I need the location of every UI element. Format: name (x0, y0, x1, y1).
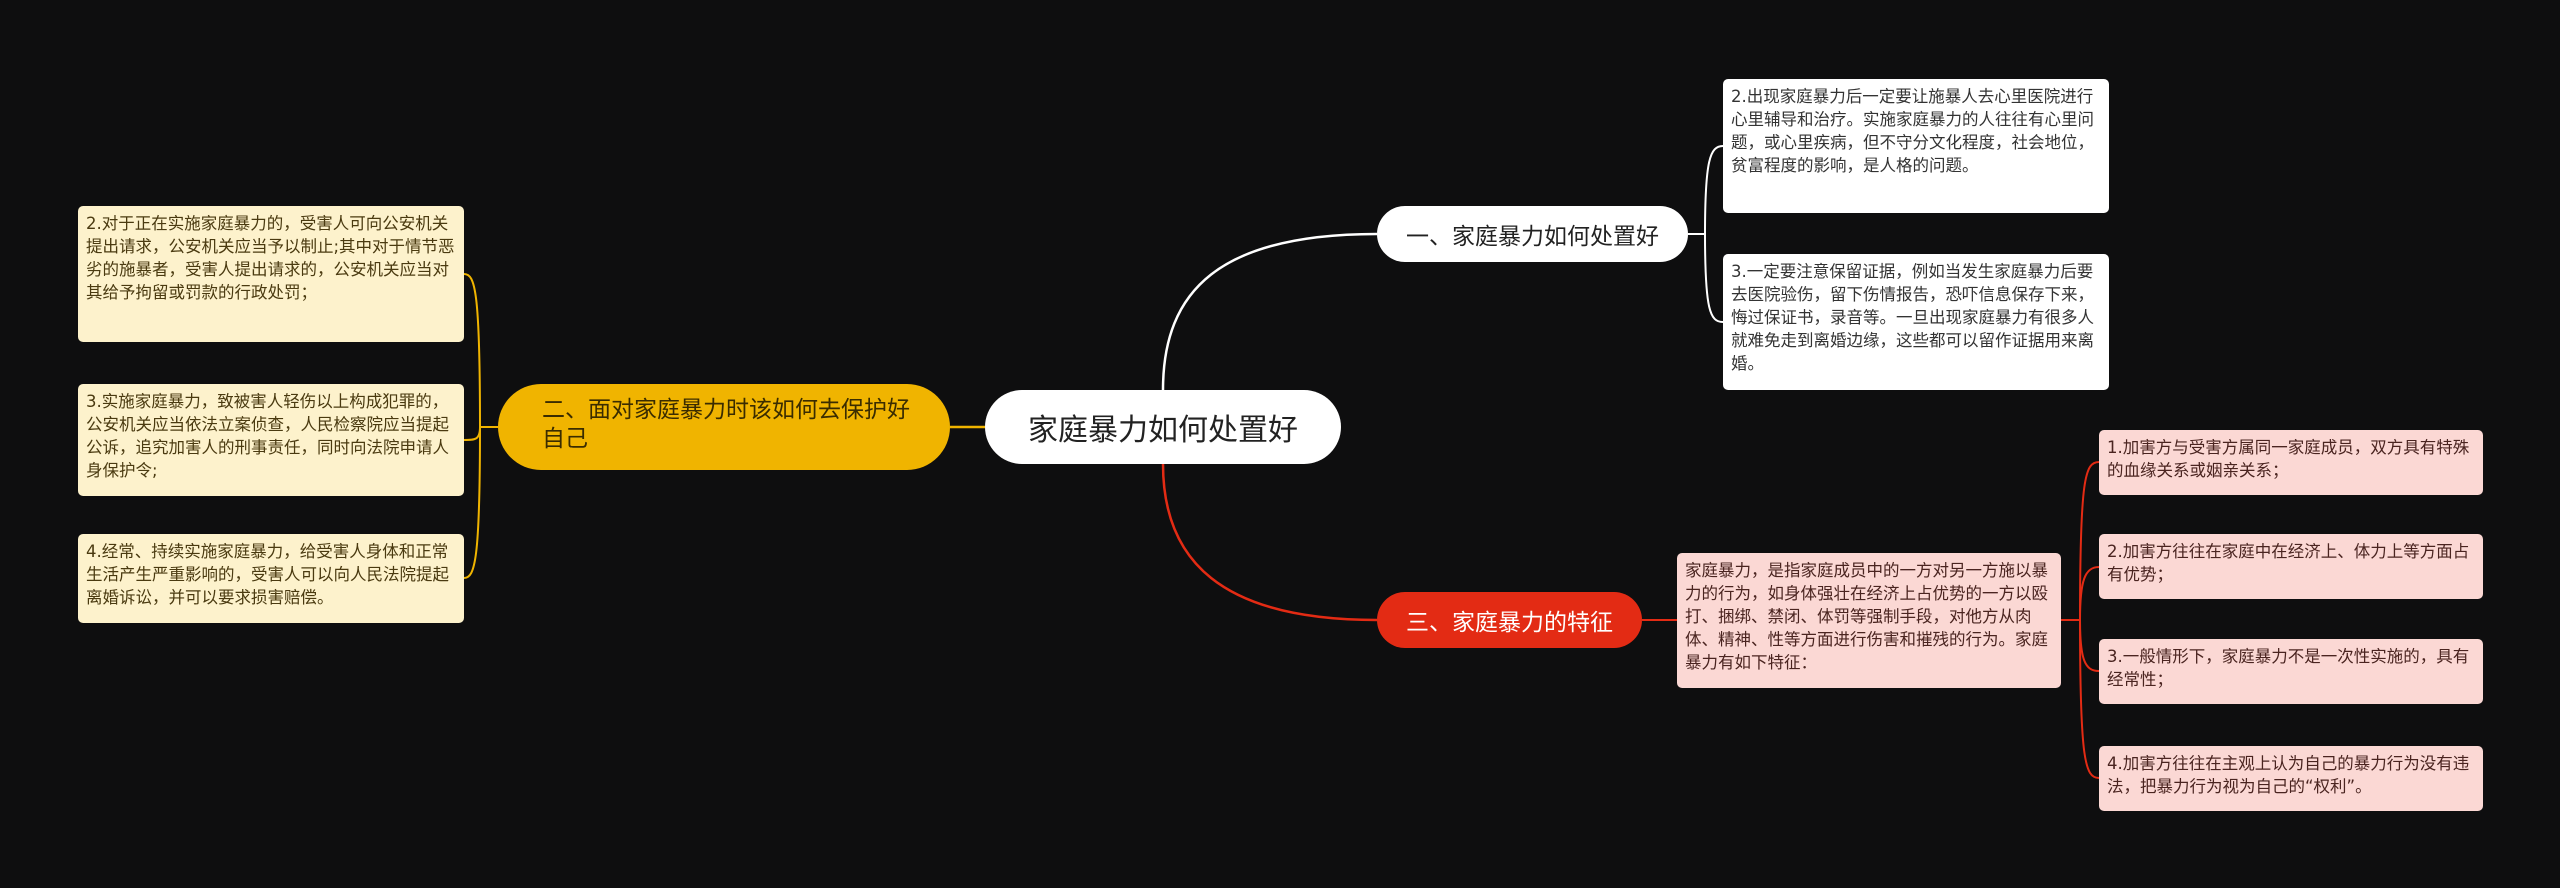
branch-1-leaf-2[interactable]: 3.一定要注意保留证据，例如当发生家庭暴力后要去医院验伤，留下伤情报告，恐吓信息… (1723, 254, 2109, 390)
branch-1-topic[interactable]: 一、家庭暴力如何处置好 (1377, 206, 1688, 262)
branch-2-leaf-3[interactable]: 4.经常、持续实施家庭暴力，给受害人身体和正常生活产生严重影响的，受害人可以向人… (78, 534, 464, 623)
link-b2-leaf-3 (463, 426, 481, 579)
link-root-branch-3 (1161, 463, 1378, 622)
branch-3-leaf-3[interactable]: 3.一般情形下，家庭暴力不是一次性实施的，具有经常性； (2099, 639, 2483, 704)
branch-2-leaf-1[interactable]: 2.对于正在实施家庭暴力的，受害人可向公安机关提出请求，公安机关应当予以制止;其… (78, 206, 464, 342)
link-b2-leaf-2 (463, 426, 481, 441)
branch-3-leaf-2[interactable]: 2.加害方往往在家庭中在经济上、体力上等方面占有优势； (2099, 534, 2483, 599)
link-b2-leaf-1 (463, 273, 481, 428)
link-intro-leaf-3 (2079, 619, 2100, 672)
root-topic[interactable]: 家庭暴力如何处置好 (985, 390, 1341, 464)
link-b1-leaf-2 (1704, 233, 1724, 323)
branch-3-topic[interactable]: 三、家庭暴力的特征 (1377, 592, 1642, 648)
branch-1-leaf-1[interactable]: 2.出现家庭暴力后一定要让施暴人去心里医院进行心里辅导和治疗。实施家庭暴力的人往… (1723, 79, 2109, 213)
branch-3-leaf-4[interactable]: 4.加害方往往在主观上认为自己的暴力行为没有违法，把暴力行为视为自己的“权利”。 (2099, 746, 2483, 811)
link-intro-leaf-4 (2079, 619, 2100, 779)
link-b1-leaf-1 (1704, 145, 1724, 235)
branch-2-leaf-2[interactable]: 3.实施家庭暴力，致被害人轻伤以上构成犯罪的，公安机关应当依法立案侦查，人民检察… (78, 384, 464, 496)
branch-2-topic[interactable]: 二、面对家庭暴力时该如何去保护好自己 (498, 384, 950, 470)
link-intro-leaf-1 (2079, 461, 2100, 621)
branch-3-leaf-1[interactable]: 1.加害方与受害方属同一家庭成员，双方具有特殊的血缘关系或姻亲关系； (2099, 430, 2483, 495)
link-intro-leaf-2 (2079, 566, 2100, 621)
branch-3-intro[interactable]: 家庭暴力，是指家庭成员中的一方对另一方施以暴力的行为，如身体强壮在经济上占优势的… (1677, 553, 2061, 688)
link-root-branch-1 (1161, 232, 1378, 391)
